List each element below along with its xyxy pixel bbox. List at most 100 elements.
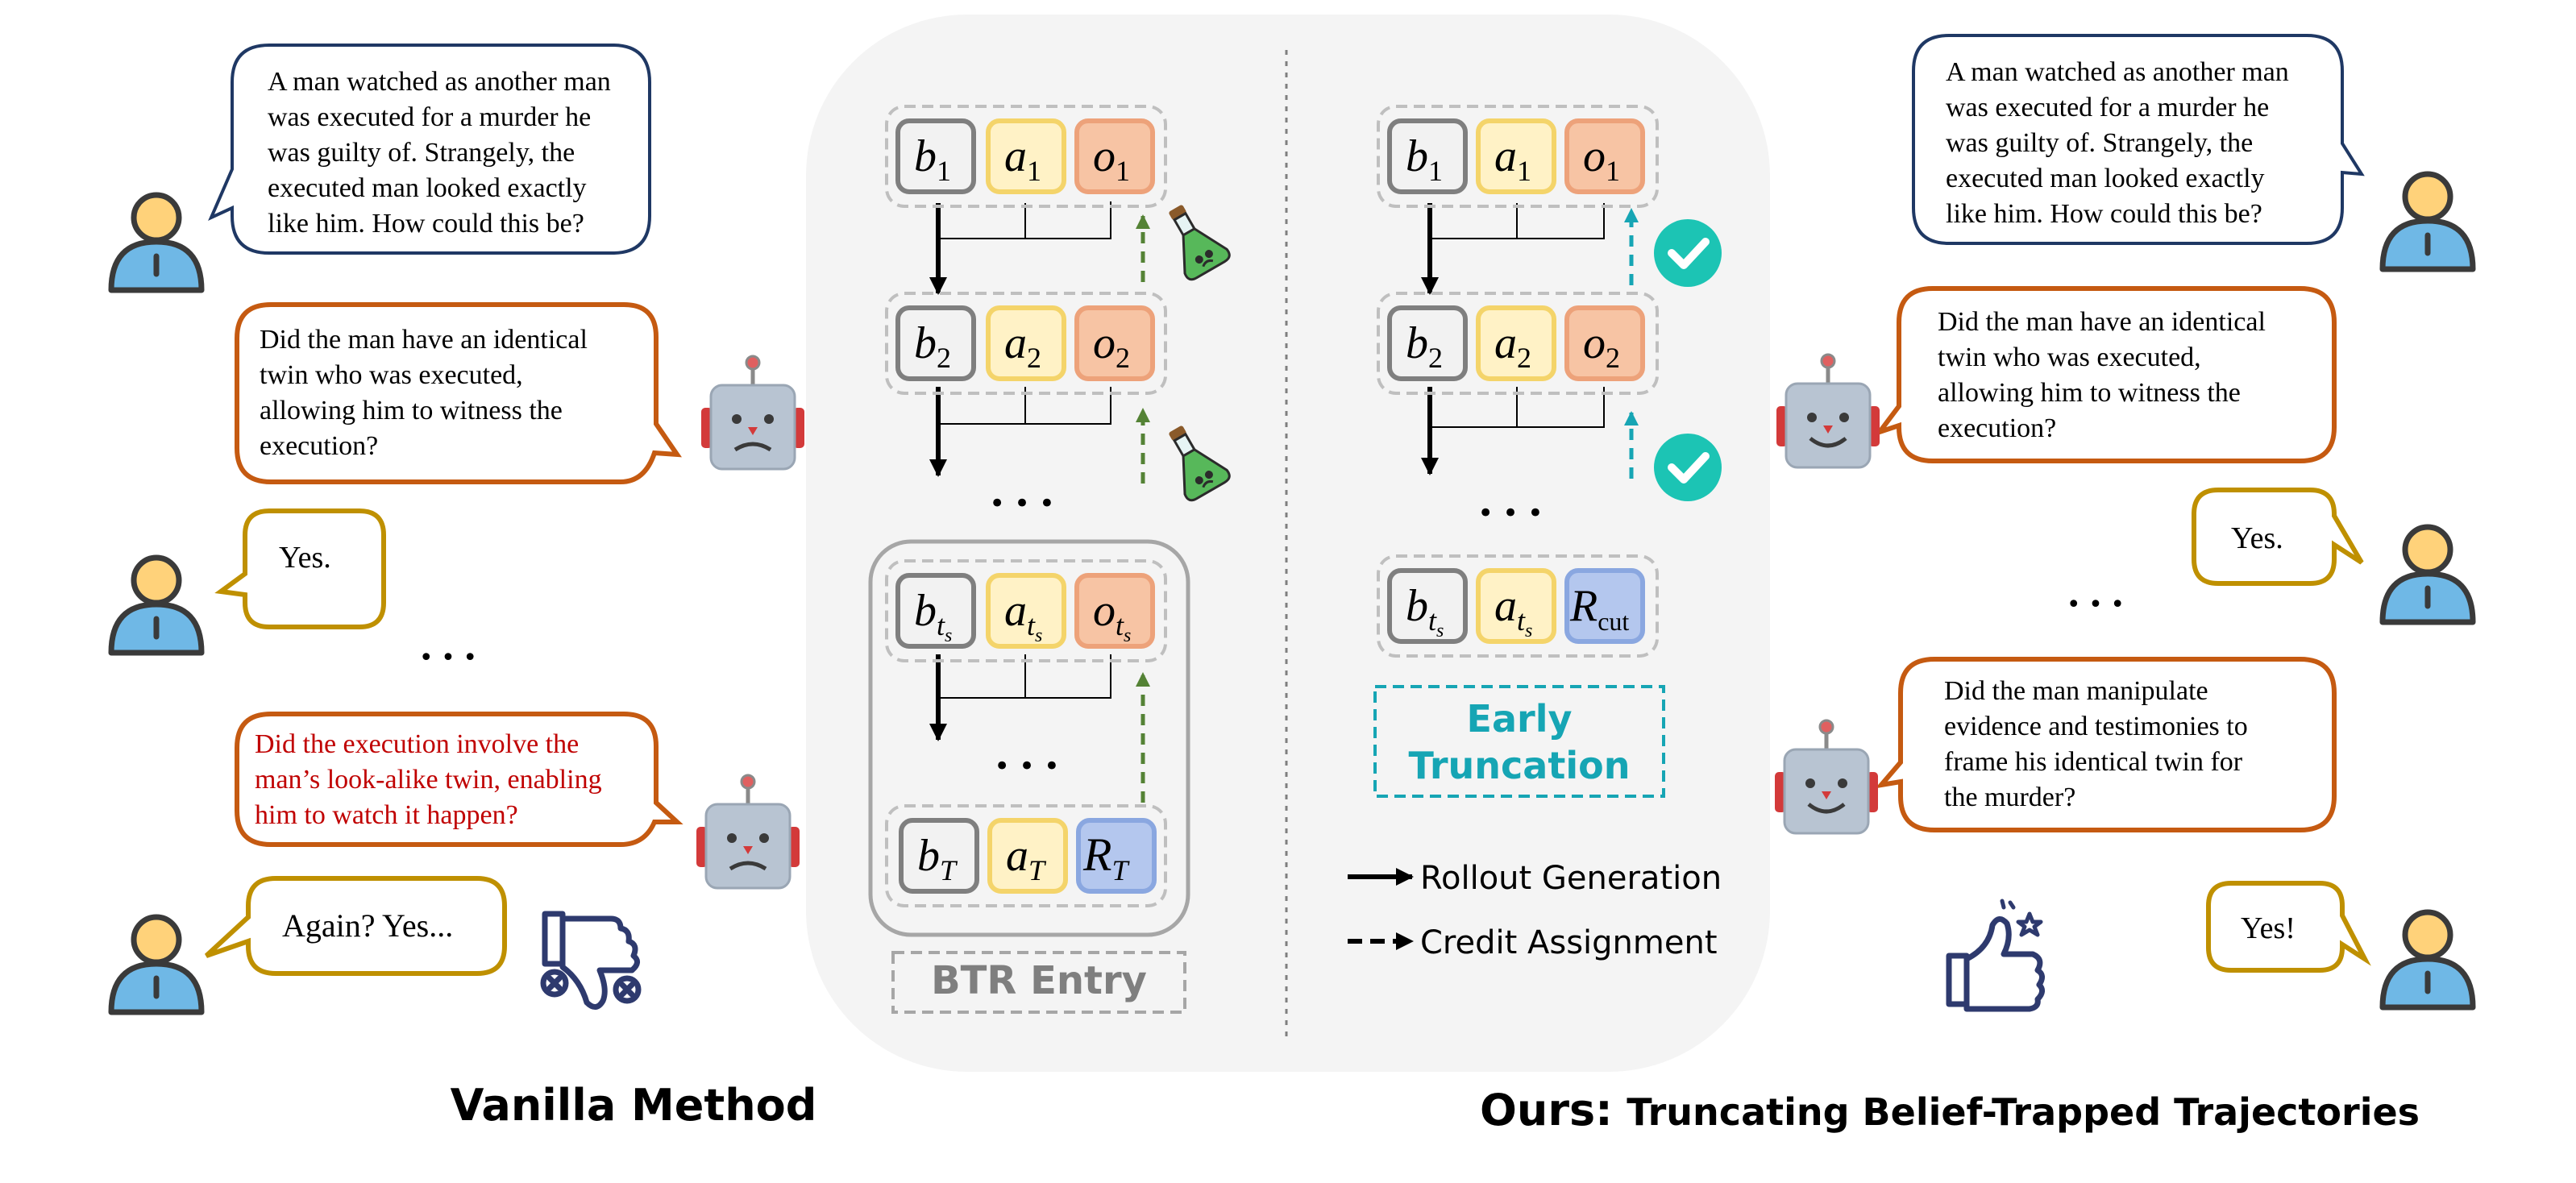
puzzle-text-left-line: was guilty of. Strangely, the	[268, 138, 575, 168]
token-o: o2	[1074, 305, 1155, 381]
check-circle-icon	[1654, 219, 1722, 287]
early-truncation-line-1: Early	[1467, 697, 1573, 741]
token-b-label: b1	[914, 131, 951, 187]
question-bubble-left-1	[235, 302, 682, 484]
token-groups	[885, 105, 1659, 907]
question-text-right-1-line: Did the man have an identical	[1938, 307, 2266, 337]
question-text-right-1-line: twin who was executed,	[1938, 342, 2201, 372]
puzzle-text-left-line: like him. How could this be?	[268, 209, 584, 239]
token-o: o1	[1074, 118, 1155, 194]
ellipsis-right-1: • • •	[1477, 497, 1544, 529]
question-text-right-2-line: evidence and testimonies to	[1944, 712, 2248, 741]
token-a-label: a2	[1494, 318, 1531, 374]
legend-credit-label: Credit Assignment	[1420, 924, 1718, 961]
robot-avatar-icon	[696, 774, 800, 890]
question-text-right-2-line: Did the man manipulate	[1944, 676, 2208, 706]
puzzle-text-right-line: was executed for a murder he	[1946, 93, 2269, 122]
user-avatar-icon	[108, 914, 205, 1015]
puzzle-bubble-left	[208, 44, 651, 255]
thumbs-down-icon	[540, 911, 642, 1010]
question-text-left-1-line: Did the man have an identical	[260, 325, 588, 355]
token-b-label: bts	[914, 586, 952, 646]
robot-avatar-icon	[701, 355, 804, 471]
question-text-left-2-line: Did the execution involve the	[255, 729, 579, 759]
robot-avatar-icon	[1776, 353, 1880, 469]
token-b-label: bts	[1406, 581, 1444, 641]
token-b-label: b1	[1406, 131, 1443, 187]
puzzle-text-left-line: was executed for a murder he	[268, 102, 591, 132]
answer-text-right-1: Yes.	[2231, 521, 2283, 555]
user-avatar-icon	[2379, 524, 2476, 625]
token-b: b1	[1387, 118, 1468, 194]
ours-title-rest: Truncating Belief-Trapped Trajectories	[1627, 1090, 2420, 1134]
token-b: bts	[895, 573, 976, 649]
right-connectors	[1421, 203, 1605, 475]
ellipsis-right-chat: • • •	[2067, 591, 2125, 619]
question-text-left-1-line: execution?	[260, 431, 378, 461]
token-a: a1	[986, 118, 1066, 194]
token-a: a1	[1476, 118, 1556, 194]
token-R-label: RT	[1082, 828, 1130, 886]
question-text-left-2-line: man’s look-alike twin, enabling	[255, 765, 602, 795]
puzzle-bubble-right	[1912, 34, 2365, 245]
answer-bubble-left-2	[204, 876, 507, 976]
question-bubble-right-1	[1872, 286, 2337, 463]
answer-text-right-2: Yes!	[2241, 911, 2296, 945]
token-o-label: ots	[1093, 586, 1131, 646]
btr-entry-box	[891, 951, 1186, 1014]
puzzle-text-left-line: A man watched as another man	[268, 67, 611, 97]
ours-title-prefix: Ours:	[1480, 1085, 1613, 1135]
token-o-label: o1	[1093, 131, 1130, 187]
token-a: aT	[987, 818, 1068, 894]
token-o-label: o2	[1093, 318, 1130, 374]
token-b-label: bT	[917, 831, 958, 886]
token-b: b2	[1387, 305, 1468, 381]
token-o: o2	[1564, 305, 1645, 381]
robot-avatar-icon	[1775, 719, 1878, 835]
user-avatar-icon	[2379, 171, 2476, 272]
token-o-label: o1	[1583, 131, 1620, 187]
vanilla-title: Vanilla Method	[451, 1080, 817, 1131]
token-b-label: b2	[1406, 318, 1443, 374]
puzzle-text-left-line: executed man looked exactly	[268, 173, 587, 203]
question-bubble-right-2	[1875, 657, 2337, 832]
token-b: b2	[895, 305, 976, 381]
question-text-right-1-line: execution?	[1938, 413, 2056, 443]
token-a: a2	[986, 305, 1066, 381]
question-text-left-1-line: twin who was executed,	[260, 360, 523, 390]
puzzle-text-right-line: was guilty of. Strangely, the	[1946, 128, 2253, 158]
early-truncation-line-2: Truncation	[1409, 744, 1631, 787]
token-R: Rcut	[1564, 568, 1645, 644]
ellipsis-left-1: • • •	[989, 488, 1055, 520]
ellipsis-left-2: • • •	[994, 750, 1060, 782]
answer-bubble-left-1	[214, 508, 386, 629]
user-avatar-icon	[108, 192, 205, 293]
user-avatar-icon	[2379, 909, 2476, 1011]
token-a-label: ats	[1494, 581, 1532, 641]
puzzle-text-right-line: executed man looked exactly	[1946, 164, 2265, 193]
token-o: o1	[1564, 118, 1645, 194]
puzzle-text-right-line: like him. How could this be?	[1946, 199, 2262, 229]
ellipsis-left-chat: • • •	[419, 644, 477, 672]
token-a: ats	[986, 573, 1066, 649]
btr-entry-label: BTR Entry	[931, 958, 1147, 1003]
legend-rollout-label: Rollout Generation	[1420, 860, 1722, 897]
flask-icon	[1169, 425, 1231, 502]
user-avatar-icon	[108, 554, 205, 656]
token-o: ots	[1074, 573, 1155, 649]
ours-title: Ours: Truncating Belief-Trapped Trajecto…	[1480, 1085, 2420, 1135]
token-a-label: a1	[1004, 131, 1041, 187]
answer-bubble-right-1	[2192, 488, 2364, 586]
question-text-right-1-line: allowing him to witness the	[1938, 378, 2241, 408]
token-a-label: a1	[1494, 131, 1531, 187]
token-b: bts	[1387, 568, 1468, 644]
question-text-left-2-line: him to watch it happen?	[255, 800, 518, 830]
check-circle-icon	[1654, 434, 1722, 501]
token-a: a2	[1476, 305, 1556, 381]
answer-text-left-1: Yes.	[279, 541, 331, 575]
flask-icon	[1169, 205, 1231, 281]
question-text-left-1-line: allowing him to witness the	[260, 396, 563, 425]
token-a-label: aT	[1006, 831, 1047, 886]
token-a-label: ats	[1004, 586, 1042, 646]
token-a: ats	[1476, 568, 1556, 644]
